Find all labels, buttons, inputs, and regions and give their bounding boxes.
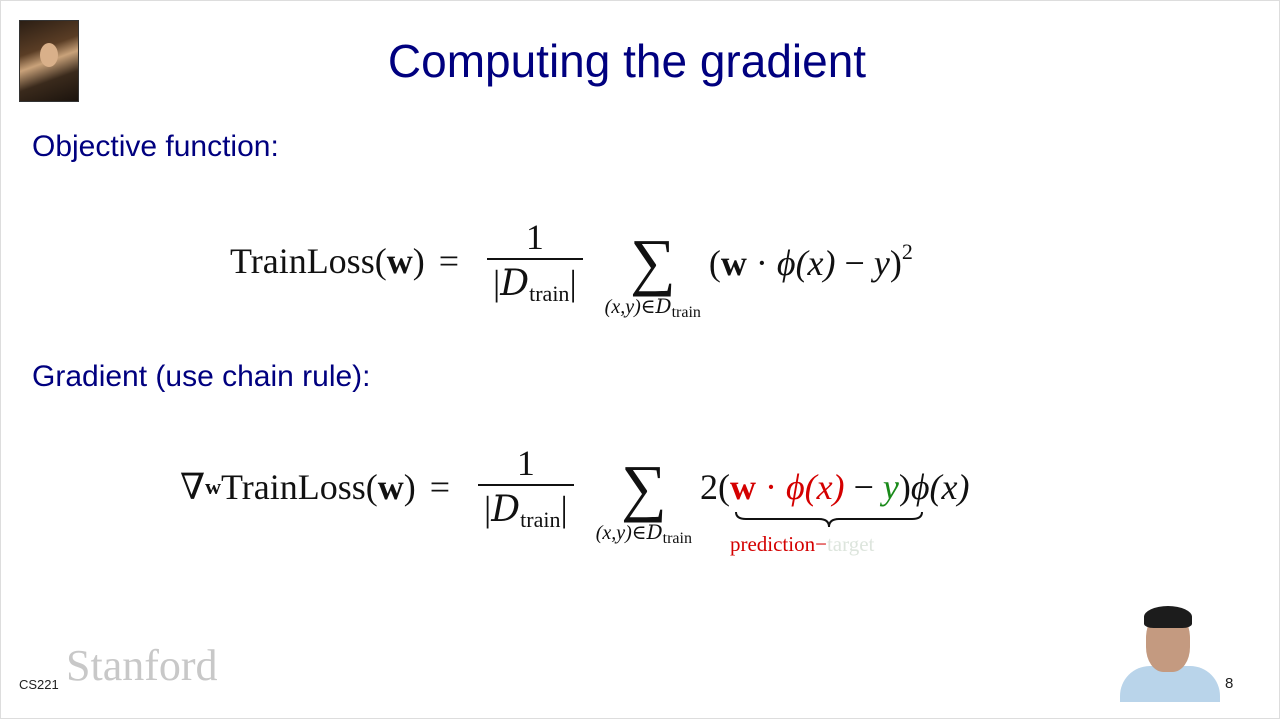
course-label: CS221 [19,677,59,692]
fraction: 1 |Dtrain| [487,216,583,307]
target-label: target [826,532,875,556]
w-symbol: w [377,467,404,507]
heading-objective: Objective function: [32,130,279,163]
denominator: |Dtrain| [478,483,574,533]
w-symbol: w [729,467,756,507]
summation: ∑ (x,y)∈Dtrain [596,456,692,548]
paren: ) [889,242,902,283]
underbrace [734,511,923,528]
denominator: |Dtrain| [487,257,583,307]
x-arg: (x) [795,242,836,283]
minus: − [835,242,874,283]
sigma: ∑ [621,452,667,523]
page-number: 8 [1225,675,1234,692]
trainloss-text: TrainLoss [230,241,375,281]
w-symbol: w [386,241,413,281]
sum-limit: (x,y)∈Dtrain [596,520,692,548]
paren: ( [365,467,378,507]
summand: (w · ϕ(x) − y)2 [709,239,913,284]
paren: ) [898,467,911,507]
D-symbol: D [655,294,672,318]
speaker-video [1118,606,1222,702]
numerator: 1 [525,216,544,257]
sum-limit: (x,y)∈Dtrain [605,294,701,322]
minus-label: − [815,532,827,556]
x-arg: (x) [804,467,845,507]
sigma: ∑ [629,226,676,297]
summation: ∑ (x,y)∈Dtrain [605,230,701,322]
train-subscript: train [520,506,561,532]
y-symbol: y [873,242,890,283]
D-symbol: D [646,520,663,544]
limit-text: (x,y)∈ [604,296,656,318]
stanford-logo: Stanford [66,641,218,690]
numerator: 1 [516,442,535,483]
paren: ( [708,242,721,283]
minus: − [844,467,883,507]
heading-gradient: Gradient (use chain rule): [32,360,371,393]
limit-text: (x,y)∈ [595,522,647,544]
prediction-label: prediction [729,532,816,556]
D-symbol: D [500,262,530,304]
paren: ( [374,241,387,281]
fraction: 1 |Dtrain| [478,442,574,533]
equals: = [438,241,460,281]
newton-portrait-image [19,20,79,102]
w-subscript: w [205,474,222,499]
residual-group: w · ϕ(x) − y prediction−target [729,466,923,556]
objective-equation: TrainLoss(w) = 1 |Dtrain| ∑ (x,y)∈Dtrain… [230,200,913,322]
paren: ) [403,467,416,507]
train-subscript: train [671,304,701,321]
phi-symbol: ϕ [785,467,805,507]
w-symbol: w [720,242,747,283]
D-symbol: D [491,488,521,530]
equals: = [429,467,451,507]
dot: · [746,242,777,283]
two-factor: 2( [699,467,730,507]
dot: · [755,467,786,507]
train-subscript: train [529,280,570,306]
brace-label: prediction−target [730,532,874,557]
paren: ) [412,241,425,281]
phi-symbol: ϕ [776,242,796,283]
exponent: 2 [901,238,913,264]
phi-x: ϕ(x) [910,467,970,507]
trainloss-text: TrainLoss [221,467,366,507]
nabla-symbol: ∇ [180,467,206,507]
train-subscript: train [662,530,692,547]
y-symbol: y [882,467,899,507]
slide-title: Computing the gradient [387,35,867,87]
